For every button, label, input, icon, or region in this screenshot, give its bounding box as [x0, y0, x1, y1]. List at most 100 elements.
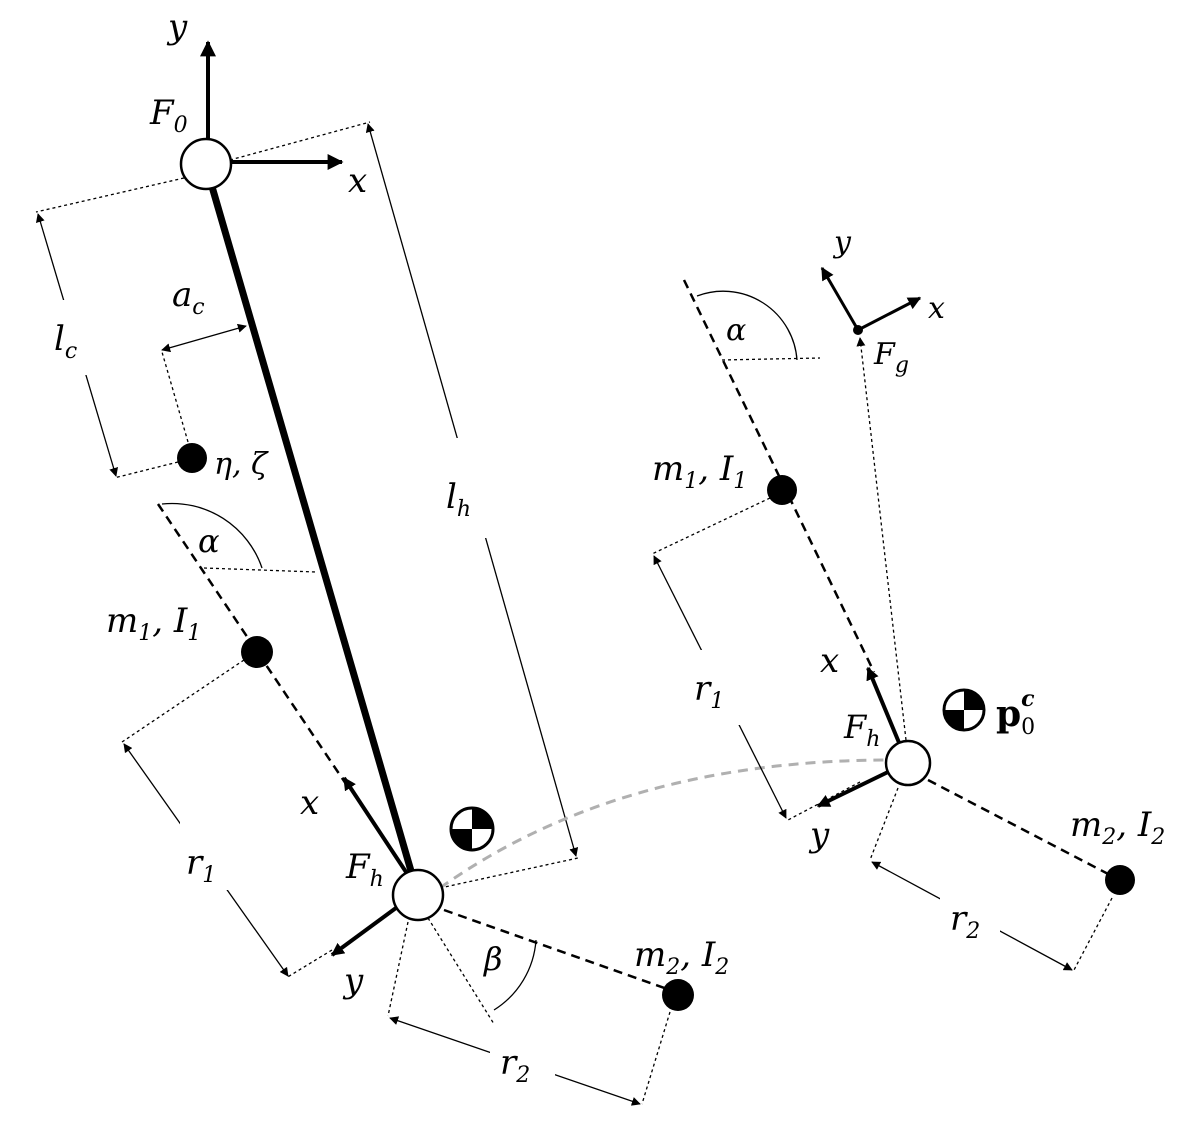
svg-text:r1: r1 — [186, 843, 216, 888]
mass2-link-dashed — [927, 778, 1113, 878]
r1-label: r — [186, 843, 204, 883]
svg-text:m2, I2: m2, I2 — [1070, 805, 1165, 850]
svg-text:y: y — [166, 7, 188, 47]
r1-extension-bottom — [787, 781, 861, 821]
ac-label-sub: c — [192, 295, 204, 320]
lc-label: l — [54, 319, 65, 359]
fg-y-axis-arrow — [820, 266, 860, 331]
inertia1-label-sub: 1 — [187, 621, 201, 646]
fh-y-axis-arrow — [816, 770, 889, 808]
fh-label: F — [843, 708, 868, 746]
p0c-label-sup: c — [1021, 686, 1035, 712]
svg-text:α: α — [726, 313, 746, 348]
lh-extension-top — [229, 121, 371, 161]
r2-extension-right — [641, 1011, 671, 1105]
r2-label-sub: 2 — [515, 1063, 530, 1088]
r1-extension-bottom — [285, 949, 333, 979]
svg-text:β: β — [483, 940, 503, 978]
fg-point — [853, 325, 863, 335]
lc-label-sub: c — [65, 339, 77, 364]
fh-joint — [391, 868, 445, 922]
mass1-x-axis-arrow — [342, 776, 410, 877]
lc-extension-bottom — [113, 461, 179, 479]
svg-text:y: y — [808, 815, 830, 855]
lh-label-gap — [445, 438, 505, 538]
svg-text:r2: r2 — [950, 899, 980, 944]
ac-extension — [161, 351, 189, 443]
center-of-mass-icon — [942, 688, 986, 732]
eta-zeta-label: η, ζ — [214, 447, 269, 482]
lh-label: l — [446, 477, 457, 517]
alpha-reference-line — [203, 567, 317, 573]
fg-x-axis-arrow — [857, 296, 922, 332]
inertia1-label: , I — [698, 449, 734, 489]
inertia2-label: , I — [680, 935, 716, 975]
mass1-point — [241, 636, 273, 668]
inertia1-label: , I — [152, 601, 188, 641]
f0-label-sub: 0 — [174, 113, 188, 138]
mass1-label: m — [106, 601, 138, 641]
mass2-label: m — [1070, 805, 1102, 845]
r2-label-sub: 2 — [965, 919, 980, 944]
svg-text:η, ζ: η, ζ — [214, 447, 269, 482]
svg-text:m1, I1: m1, I1 — [652, 449, 747, 494]
r1-extension-top — [651, 497, 771, 555]
fh-label-sub: h — [370, 867, 384, 892]
svg-text:x: x — [348, 161, 367, 201]
alpha-arc — [161, 502, 263, 569]
r1-extension-top — [121, 659, 245, 743]
trajectory-curve — [439, 758, 891, 890]
svg-text:y: y — [342, 961, 364, 1001]
alpha-arc — [696, 290, 798, 361]
r2-label-gap — [490, 1035, 555, 1090]
fg-position-vector — [856, 337, 907, 741]
svg-text:lh: lh — [446, 477, 471, 522]
fg-label-sub: g — [895, 353, 909, 378]
mass2-point — [662, 979, 694, 1011]
inertia2-label-sub: 2 — [714, 955, 729, 980]
fh-y-axis-arrow — [330, 903, 402, 957]
fg-x-label: x — [928, 291, 945, 326]
r2-label-gap — [940, 890, 1000, 950]
left-configuration: y F0 x lc ac lh η, ζ α m1, I1 x r1 Fh y … — [35, 7, 891, 1106]
fg-label: F — [873, 337, 896, 372]
inertia2-label-sub: 2 — [1150, 825, 1165, 850]
mass1-x-label: x — [820, 641, 839, 681]
mass2-label-sub: 2 — [665, 955, 680, 980]
mass1-point — [767, 475, 797, 505]
svg-text:x: x — [300, 783, 319, 823]
svg-text:r1: r1 — [694, 669, 724, 714]
mass2-point — [1105, 865, 1135, 895]
svg-text:Fh: Fh — [843, 708, 880, 752]
mass1-label-sub: 1 — [684, 469, 698, 494]
alpha-reference-line — [721, 357, 821, 361]
r2-extension-left — [869, 787, 899, 861]
f0-joint — [179, 137, 233, 191]
r1-label-gap — [180, 820, 234, 890]
alpha-label: α — [726, 313, 746, 348]
mass2-link-dashed — [443, 908, 671, 992]
beta-reference-line — [427, 917, 495, 1025]
r1-label-gap — [690, 650, 740, 725]
lc-extension-top — [35, 177, 185, 213]
svg-text:x: x — [820, 641, 839, 681]
mass1-label-sub: 1 — [138, 621, 152, 646]
svg-text:y: y — [832, 225, 852, 260]
inertia1-label-sub: 1 — [733, 469, 747, 494]
ac-label: a — [172, 275, 192, 315]
svg-text:ac: ac — [172, 275, 205, 320]
beta-arc — [493, 939, 537, 1011]
lh-label-sub: h — [457, 497, 471, 522]
f0-label: F — [149, 93, 175, 133]
svg-text:F0: F0 — [149, 93, 188, 138]
fh-y-label: y — [342, 961, 364, 1001]
svg-text:r2: r2 — [500, 1043, 530, 1088]
p0c-label: p — [996, 693, 1021, 735]
mass2-label: m — [634, 935, 666, 975]
r2-extension-left — [387, 921, 409, 1017]
svg-text:α: α — [198, 522, 220, 560]
alpha-label: α — [198, 522, 220, 560]
fg-y-label: y — [832, 225, 852, 260]
fh-joint — [884, 739, 932, 787]
